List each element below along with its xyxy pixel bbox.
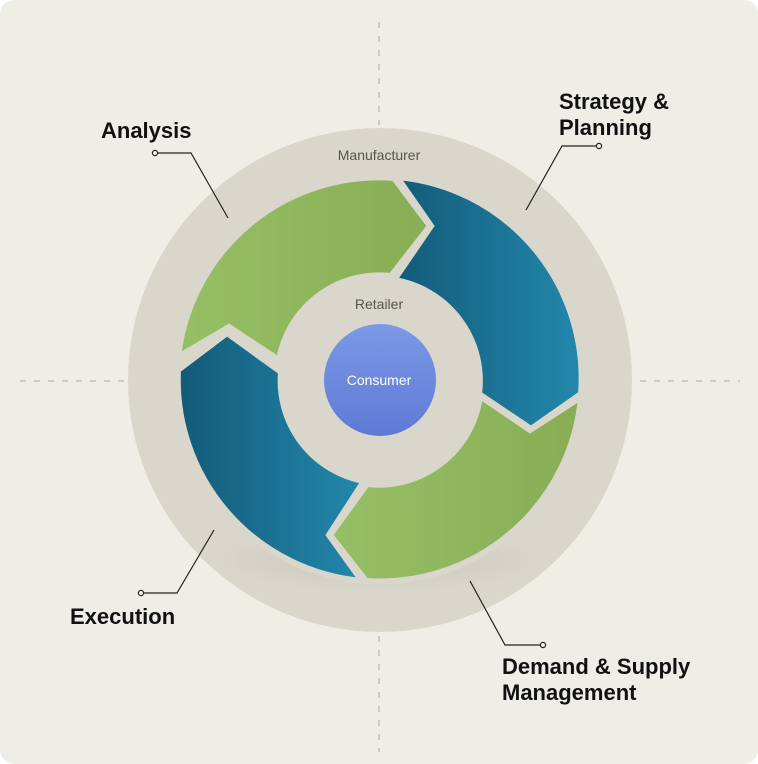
execution-callout: Execution: [70, 604, 175, 630]
analysis-leader: [157, 152, 229, 219]
execution-arrow: [174, 329, 369, 585]
execution-leader: [143, 529, 215, 594]
demand-title-line-2: Management: [502, 680, 637, 705]
execution-leader-dot: [137, 589, 145, 597]
cycle-arrows: [174, 173, 585, 585]
retailer-label: Retailer: [355, 296, 404, 312]
consumer-label: Consumer: [347, 372, 412, 388]
analysis-title: Analysis: [101, 118, 192, 143]
strategy-callout: Strategy & Planning: [559, 89, 669, 141]
strategy-title-line-1: Strategy &: [559, 89, 670, 114]
analysis-arrow: [174, 174, 434, 366]
demand-leader: [469, 580, 541, 646]
strategy-title-line-2: Planning: [559, 115, 652, 140]
leader-endpoints: [137, 142, 603, 649]
demand-title-line-1: Demand & Supply: [502, 654, 691, 679]
demand-leader-dot: [539, 641, 547, 649]
strategy-leader-dot: [595, 142, 603, 150]
consumer-core: [324, 324, 436, 436]
demand-arrow: [326, 390, 585, 585]
leader-lines: [143, 145, 597, 646]
strategy-leader: [525, 145, 597, 211]
analysis-callout: Analysis: [101, 118, 192, 144]
strategy-arrow: [388, 173, 585, 433]
analysis-leader-dot: [151, 149, 159, 157]
execution-title: Execution: [70, 604, 176, 629]
axis-guides: [20, 22, 740, 752]
manufacturer-label: Manufacturer: [338, 147, 421, 163]
demand-callout: Demand & Supply Management: [502, 654, 690, 706]
